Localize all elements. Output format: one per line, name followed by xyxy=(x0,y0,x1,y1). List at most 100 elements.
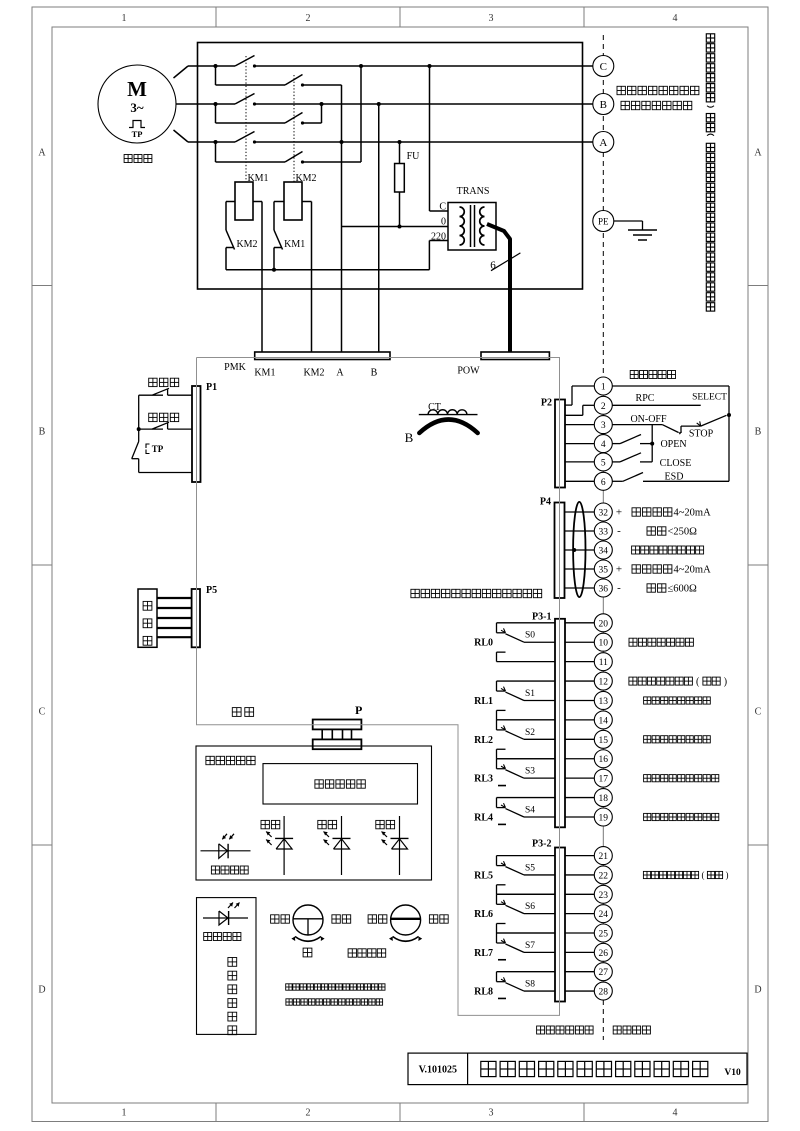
svg-text:RL4: RL4 xyxy=(474,813,493,824)
svg-text:26: 26 xyxy=(599,949,609,959)
svg-text:4: 4 xyxy=(673,13,678,24)
svg-text:PMK: PMK xyxy=(224,362,246,373)
svg-text:3~: 3~ xyxy=(130,100,144,115)
svg-text:C: C xyxy=(600,61,607,73)
svg-text:B: B xyxy=(39,427,46,438)
svg-text:(: ( xyxy=(696,676,700,687)
svg-text:+: + xyxy=(616,564,622,576)
svg-text:18: 18 xyxy=(599,794,609,804)
svg-text:ESD: ESD xyxy=(665,471,684,482)
svg-text:S5: S5 xyxy=(525,863,535,873)
svg-text:B: B xyxy=(371,368,378,379)
svg-text:KM2: KM2 xyxy=(295,173,316,184)
svg-text:21: 21 xyxy=(599,852,609,862)
svg-text:27: 27 xyxy=(599,968,609,978)
svg-text:RL0: RL0 xyxy=(474,638,493,649)
svg-text:RL2: RL2 xyxy=(474,735,493,746)
svg-text:A: A xyxy=(38,148,46,159)
svg-text:1: 1 xyxy=(601,383,606,393)
svg-text:-: - xyxy=(617,525,621,537)
svg-text:): ) xyxy=(724,676,727,687)
svg-text:P4: P4 xyxy=(540,497,551,508)
svg-text:6: 6 xyxy=(490,260,496,272)
svg-text:1: 1 xyxy=(122,1108,127,1119)
svg-text:RL3: RL3 xyxy=(474,774,493,785)
svg-text:(: ( xyxy=(702,870,705,880)
svg-text:TP: TP xyxy=(132,129,143,139)
svg-text:2: 2 xyxy=(306,13,311,24)
svg-text:13: 13 xyxy=(599,697,609,707)
svg-text:4~20mA: 4~20mA xyxy=(674,508,712,519)
svg-text:CT: CT xyxy=(428,402,441,413)
svg-text:19: 19 xyxy=(599,814,609,824)
svg-text:33: 33 xyxy=(599,528,609,538)
svg-text:KM2: KM2 xyxy=(303,368,324,379)
svg-text:0: 0 xyxy=(441,217,446,228)
svg-text:S2: S2 xyxy=(525,728,535,738)
svg-text:V10: V10 xyxy=(724,1068,741,1078)
svg-text:S7: S7 xyxy=(525,941,535,951)
svg-text:≤600Ω: ≤600Ω xyxy=(668,584,698,595)
svg-text:6: 6 xyxy=(601,478,606,488)
svg-text:34: 34 xyxy=(599,547,609,557)
svg-text:S1: S1 xyxy=(525,689,535,699)
svg-text:SELECT: SELECT xyxy=(692,393,727,403)
svg-text:RL7: RL7 xyxy=(474,948,493,959)
svg-text:KM1: KM1 xyxy=(254,368,275,379)
svg-text:<250Ω: <250Ω xyxy=(668,527,698,538)
svg-text:4: 4 xyxy=(601,440,606,450)
svg-text:D: D xyxy=(38,985,45,996)
svg-text:KM1: KM1 xyxy=(247,173,268,184)
svg-text:C: C xyxy=(439,202,446,213)
svg-text:10: 10 xyxy=(599,639,609,649)
svg-text:STOP: STOP xyxy=(689,429,714,440)
svg-text:3: 3 xyxy=(601,421,606,431)
svg-text:M: M xyxy=(127,77,147,101)
svg-text:FU: FU xyxy=(407,151,421,162)
svg-text:RL1: RL1 xyxy=(474,696,493,707)
svg-text:B: B xyxy=(755,427,762,438)
svg-text:RPC: RPC xyxy=(636,393,655,404)
svg-text:RL6: RL6 xyxy=(474,909,493,920)
svg-text:S6: S6 xyxy=(525,902,535,912)
svg-text:P2: P2 xyxy=(541,398,552,409)
svg-text:23: 23 xyxy=(599,891,609,901)
svg-text:2: 2 xyxy=(601,402,606,412)
svg-text:12: 12 xyxy=(599,678,609,688)
svg-text:P: P xyxy=(355,703,362,717)
svg-text:POW: POW xyxy=(457,366,480,377)
svg-text:25: 25 xyxy=(599,930,609,940)
svg-text:KM2: KM2 xyxy=(236,239,257,250)
svg-text:32: 32 xyxy=(599,509,609,519)
svg-text:S3: S3 xyxy=(525,767,535,777)
svg-text:2: 2 xyxy=(306,1108,311,1119)
svg-text:14: 14 xyxy=(599,716,609,726)
svg-text:3: 3 xyxy=(489,1108,494,1119)
svg-text:D: D xyxy=(754,985,761,996)
svg-text:ON-OFF: ON-OFF xyxy=(630,414,667,425)
svg-text:RL5: RL5 xyxy=(474,870,493,881)
svg-text:P1: P1 xyxy=(206,382,217,393)
svg-text:S4: S4 xyxy=(525,806,535,816)
svg-text:S8: S8 xyxy=(525,980,535,990)
svg-text:1: 1 xyxy=(122,13,127,24)
svg-text:A: A xyxy=(754,148,762,159)
svg-text:A: A xyxy=(599,137,607,149)
svg-text:C: C xyxy=(39,707,46,718)
svg-text:V.101025: V.101025 xyxy=(419,1065,457,1076)
svg-text:16: 16 xyxy=(599,755,609,765)
svg-text:3: 3 xyxy=(489,13,494,24)
svg-text:TP: TP xyxy=(152,444,164,454)
svg-text:4~20mA: 4~20mA xyxy=(674,565,712,576)
svg-text:KM1: KM1 xyxy=(284,239,305,250)
svg-text:A: A xyxy=(336,368,344,379)
svg-text:P3-1: P3-1 xyxy=(532,612,551,623)
svg-text:+: + xyxy=(616,507,622,519)
svg-text:RL8: RL8 xyxy=(474,987,493,998)
svg-text:P5: P5 xyxy=(206,585,217,596)
svg-text:CLOSE: CLOSE xyxy=(660,458,692,469)
svg-text:22: 22 xyxy=(599,871,609,881)
svg-text:B: B xyxy=(405,430,414,445)
svg-text:OPEN: OPEN xyxy=(660,439,686,450)
svg-text:220: 220 xyxy=(431,232,446,243)
